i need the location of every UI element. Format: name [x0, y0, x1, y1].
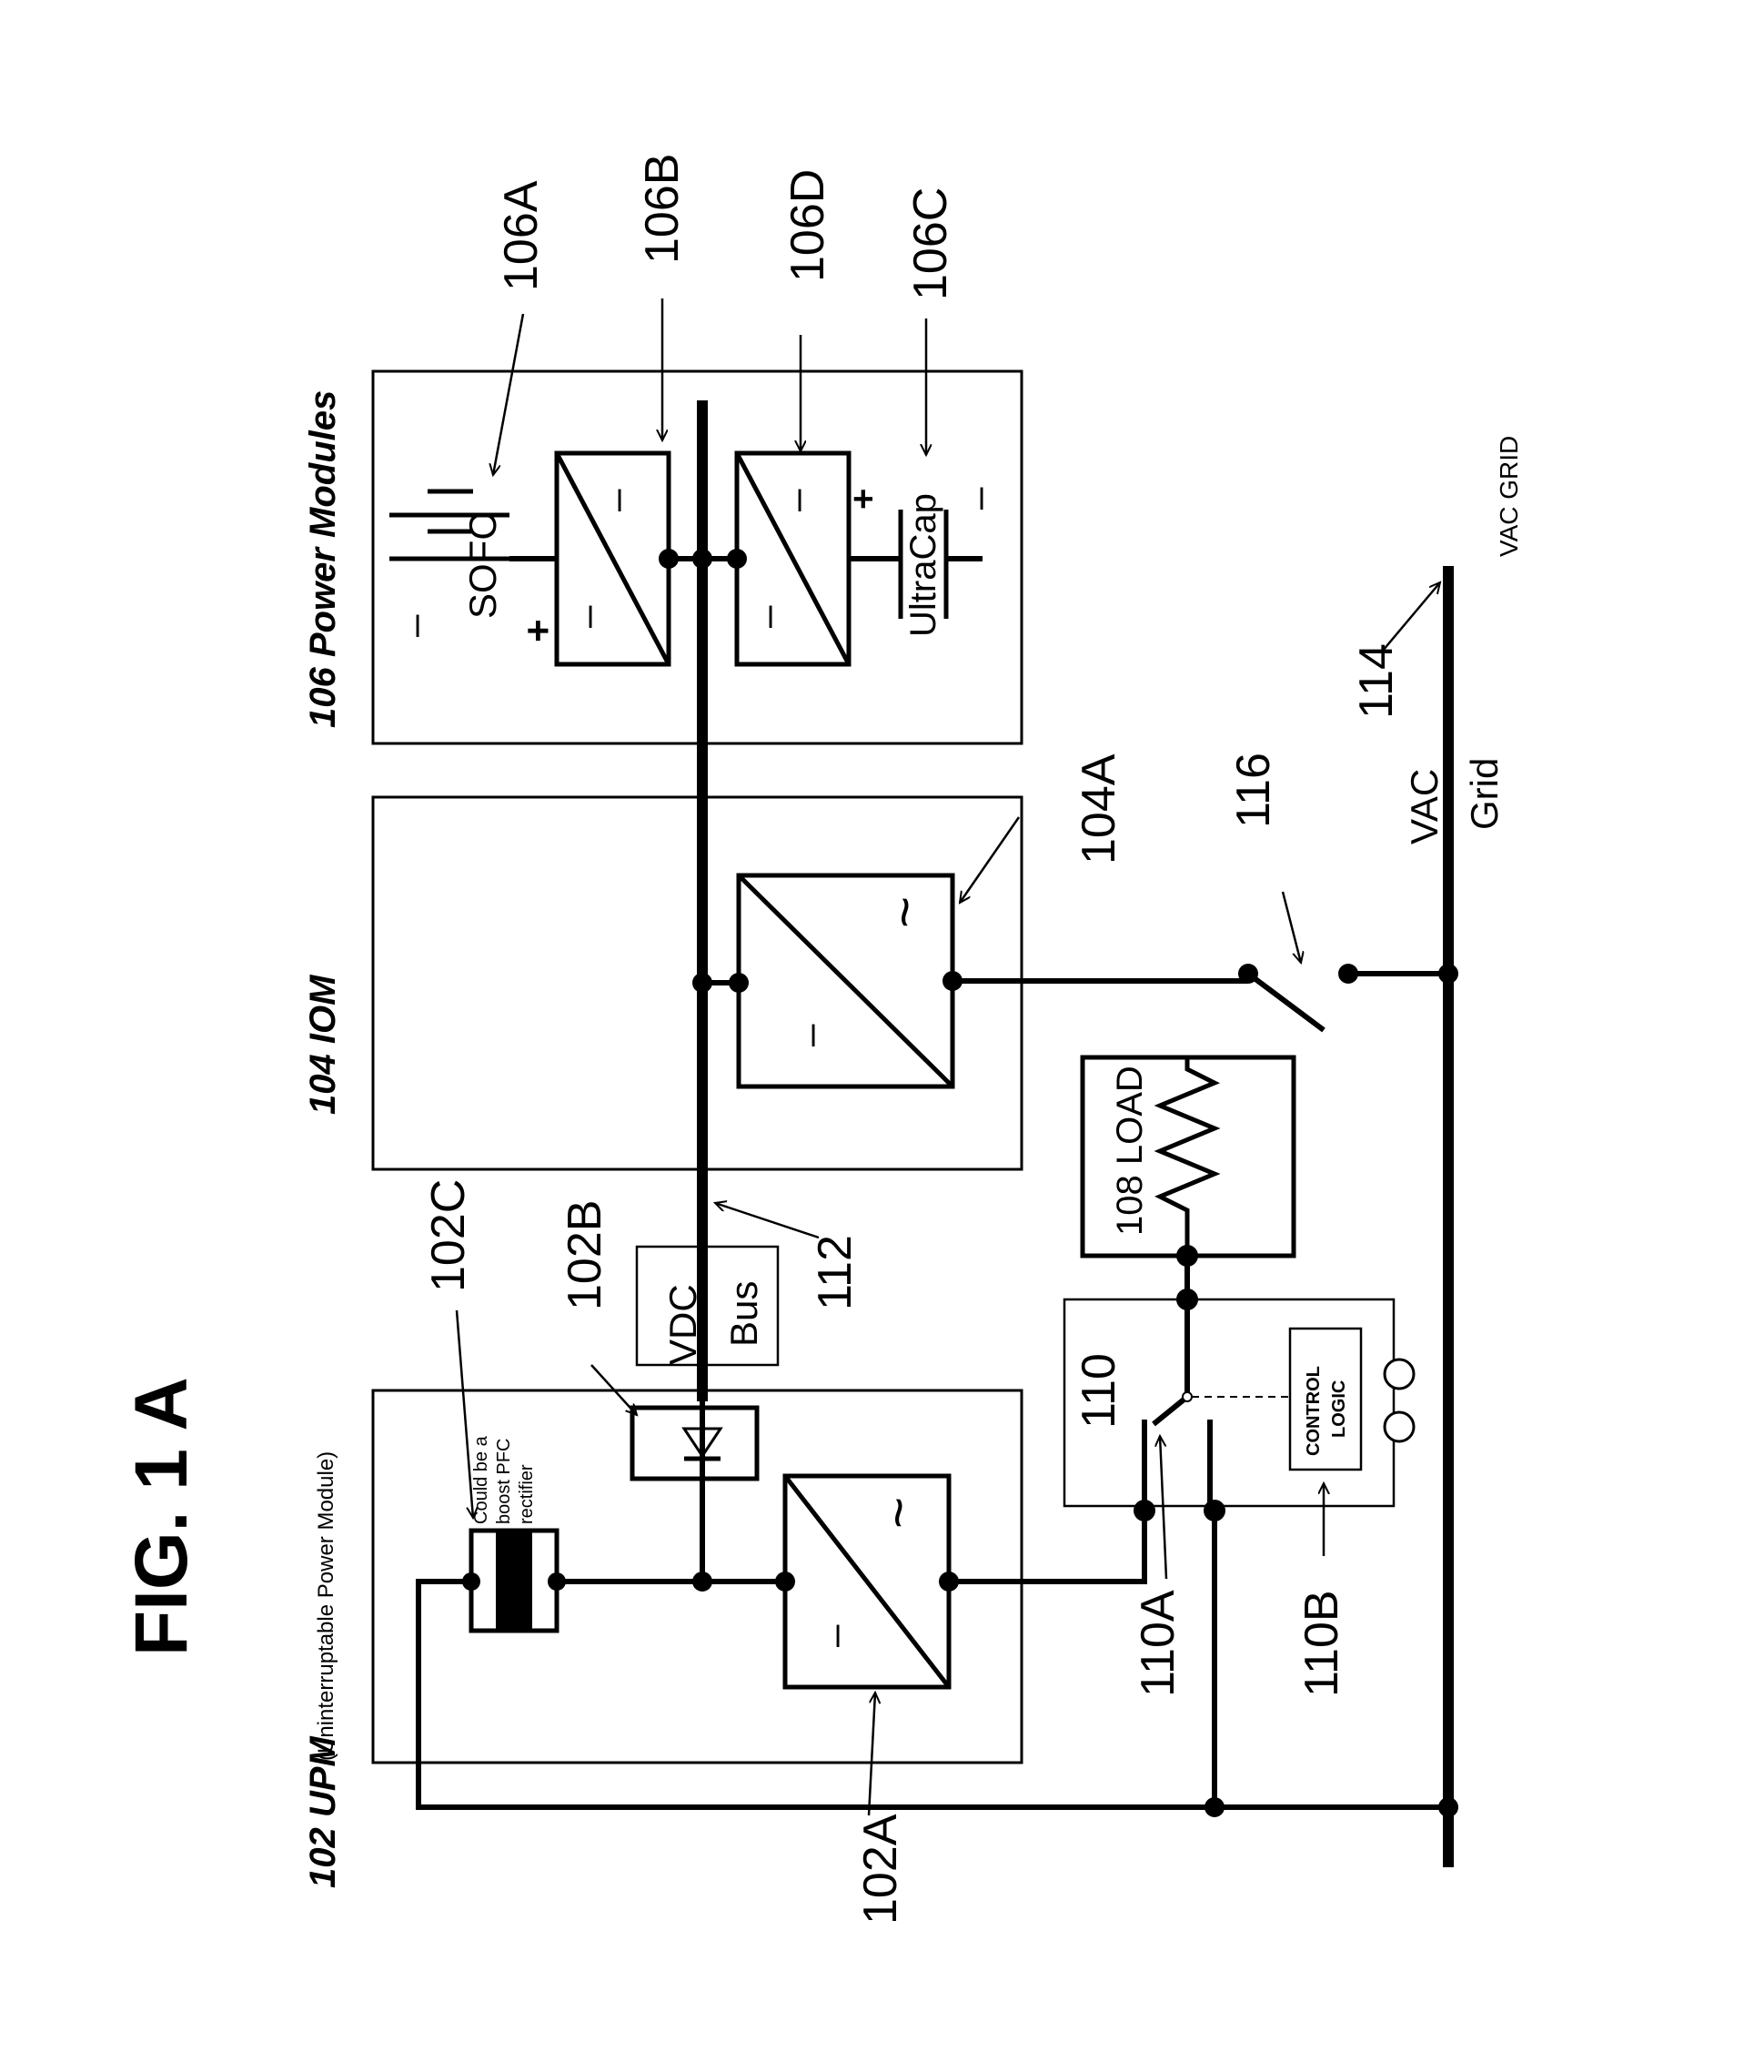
arrow-102C: [457, 1310, 473, 1518]
vdc-bus-label-vdc: VDC: [661, 1284, 704, 1365]
junction-106B: [659, 549, 679, 569]
ref-102C: 102C: [422, 1179, 475, 1292]
arrow-104A: [960, 817, 1019, 903]
control-terminal-1[interactable]: [1385, 1359, 1414, 1389]
vac-grid-label-grid: Grid: [1463, 758, 1506, 830]
ref-110B: 110B: [1295, 1590, 1348, 1697]
junction-pfc-right: [548, 1572, 566, 1591]
load-label: 108 LOAD: [1110, 1066, 1150, 1236]
converter-106B-minus-top: –: [594, 489, 639, 511]
converter-106D-diagonal: [737, 453, 849, 664]
switch-110-terminal-a: [1134, 1500, 1155, 1521]
converter-102A-tilde: ~: [868, 1497, 929, 1529]
vdc-bus-label-bus: Bus: [722, 1281, 765, 1347]
arrow-112: [715, 1203, 819, 1238]
ref-114: 114: [1350, 643, 1403, 719]
control-logic-line1: CONTROL: [1304, 1366, 1324, 1456]
ref-110: 110: [1073, 1353, 1125, 1429]
converter-106D-minus-top: –: [774, 489, 819, 511]
sofc-minus: –: [392, 614, 437, 637]
junction-grid-116: [1438, 964, 1458, 984]
arrow-114: [1383, 582, 1440, 651]
upm-ac-wire: [949, 1511, 1144, 1582]
junction-102A-ac: [939, 1572, 959, 1592]
arrow-110A: [1160, 1436, 1166, 1579]
ultracap-plus: +: [843, 489, 883, 510]
switch-110-blade[interactable]: [1154, 1397, 1187, 1424]
ref-106C: 106C: [904, 187, 957, 300]
control-logic-box: [1290, 1329, 1361, 1470]
load-terminal: [1176, 1245, 1198, 1267]
iom-title: 104 IOM: [303, 974, 343, 1115]
boost-note-1: Could be a: [471, 1435, 491, 1524]
converter-106D-minus-bottom: –: [745, 605, 790, 628]
ref-116: 116: [1227, 753, 1280, 828]
junction-104A-dc: [729, 973, 749, 993]
converter-104A-tilde: ~: [874, 896, 935, 928]
ref-106A: 106A: [495, 180, 548, 291]
converter-106B-diagonal: [557, 453, 669, 664]
vac-grid-label-small: VAC GRID: [1495, 436, 1523, 557]
power-modules-title: 106 Power Modules: [303, 390, 343, 728]
load-resistor: [1160, 1057, 1215, 1256]
converter-104A-minus: –: [788, 1024, 832, 1046]
junction-102A-dc: [775, 1572, 795, 1592]
converter-106B-minus-bottom: –: [565, 605, 610, 628]
ref-102B: 102B: [559, 1200, 611, 1310]
control-logic-line2: LOGIC: [1329, 1380, 1349, 1438]
ultracap-label: UltraCap: [903, 493, 943, 637]
upm-title: 102 UPM (Uninterruptable Power Module): [303, 1451, 343, 1888]
junction-bus-iom: [692, 973, 712, 993]
arrow-116: [1283, 892, 1301, 963]
figure-title: FIG. 1 A: [120, 1377, 203, 1656]
ref-106D: 106D: [781, 169, 834, 282]
ultracap-minus: –: [956, 487, 1001, 510]
switch-110-load-terminal: [1176, 1289, 1198, 1310]
vac-grid-label-vac: VAC: [1403, 769, 1446, 844]
ref-102A: 102A: [854, 1814, 907, 1925]
arrow-106A: [493, 314, 523, 475]
junction-bus-106: [692, 549, 712, 569]
sofc-label: SOFC: [461, 512, 504, 619]
switch-116-blade[interactable]: [1248, 974, 1324, 1030]
junction-grid-bottom: [1438, 1797, 1458, 1817]
switch-110-terminal-b: [1204, 1500, 1225, 1521]
ref-110A: 110A: [1132, 1590, 1184, 1697]
boost-note-3: rectifier: [517, 1464, 537, 1524]
junction-106D: [727, 549, 747, 569]
pfc-grid-wire: [418, 1582, 1448, 1807]
arrow-102A: [869, 1693, 875, 1815]
control-terminal-2[interactable]: [1385, 1412, 1414, 1441]
ref-112: 112: [809, 1235, 862, 1310]
pfc-rectifier-core: [496, 1531, 532, 1631]
svg-text:(Uninterruptable Power Module: (Uninterruptable Power Module): [314, 1451, 338, 1761]
ref-104A: 104A: [1073, 753, 1125, 864]
boost-note-2: boost PFC: [494, 1439, 514, 1524]
switch-110-pivot: [1183, 1392, 1192, 1401]
ref-106B: 106B: [636, 154, 689, 264]
converter-102A-minus: –: [812, 1624, 857, 1647]
sofc-plus: +: [516, 619, 560, 642]
